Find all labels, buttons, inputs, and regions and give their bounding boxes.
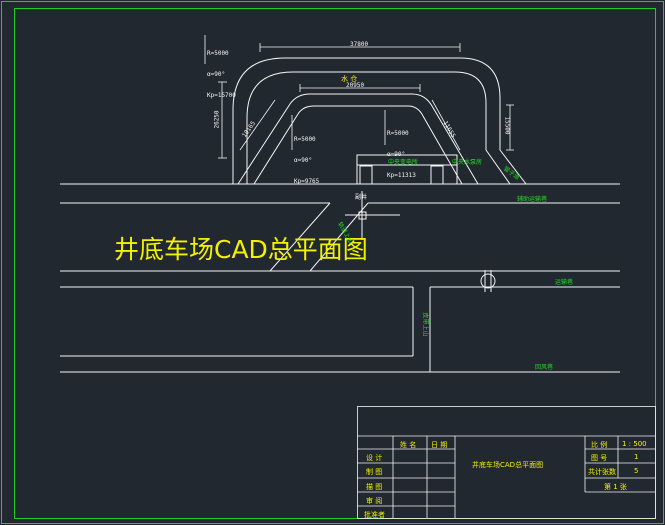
tb-page-label: 第 1 张 <box>604 483 627 491</box>
tb-scale-value: 1 : 500 <box>622 440 647 448</box>
note-line: α=90° <box>207 71 226 78</box>
tb-row-review: 审 阅 <box>366 497 383 505</box>
tb-sheet-no-label: 图 号 <box>591 454 608 462</box>
tb-scale-label: 比 例 <box>591 441 608 449</box>
label-transport-roadway: 运输巷 <box>555 279 574 286</box>
tb-drawing-name: 井底车场CAD总平面图 <box>472 461 544 469</box>
roadways <box>60 57 620 373</box>
tb-total-sheets-label: 共计张数 <box>588 468 616 476</box>
tb-header-name: 姓 名 <box>400 441 417 449</box>
tb-row-draw: 制 图 <box>366 468 383 476</box>
curve-note-inner-left: R=5000 α=90° Kp=9765 <box>294 122 319 192</box>
dim-left-vertical: 26250 <box>213 110 221 129</box>
sheet-frame-inner <box>14 8 656 519</box>
tb-header-date: 日 期 <box>431 441 448 449</box>
label-main-return: 辅助运输巷 <box>517 196 548 203</box>
tb-row-trace: 描 图 <box>366 483 383 491</box>
label-shaft-bottom: 副井 <box>355 194 368 201</box>
dimension-lines <box>204 35 514 159</box>
label-belt-incline: 皮带上山 <box>421 312 429 337</box>
note-line: R=5000 <box>207 50 229 57</box>
label-central-substation: 中央变电所 <box>388 159 419 166</box>
dim-inner-length: 20950 <box>346 82 365 89</box>
curve-note-inner-right: R=5000 α=90° Kp=11313 <box>387 116 416 186</box>
note-line: R=5000 <box>294 136 316 143</box>
label-water-sump: 水 仓 <box>341 75 358 83</box>
note-line: Kp=15700 <box>207 92 236 99</box>
dim-right-vertical: 15500 <box>503 116 511 135</box>
note-line: α=90° <box>294 157 313 164</box>
tb-total-sheets-value: 5 <box>634 467 639 475</box>
tb-row-design: 设 计 <box>366 454 383 462</box>
note-line: Kp=11313 <box>387 172 416 179</box>
note-line: α=90° <box>387 151 406 158</box>
tb-row-approve: 批准者 <box>364 511 385 519</box>
note-line: R=5000 <box>387 130 409 137</box>
note-line: Kp=9765 <box>294 178 320 185</box>
label-central-pump-room: 中央水泵房 <box>452 159 483 166</box>
curve-note-top-left: R=5000 α=90° Kp=15700 <box>207 36 236 106</box>
tb-sheet-no-value: 1 <box>634 453 639 461</box>
label-return-roadway: 回风巷 <box>535 364 554 371</box>
drawing-title: 井底车场CAD总平面图 <box>114 235 368 264</box>
dim-top-length: 37800 <box>350 41 369 48</box>
title-block-lines <box>357 406 656 519</box>
